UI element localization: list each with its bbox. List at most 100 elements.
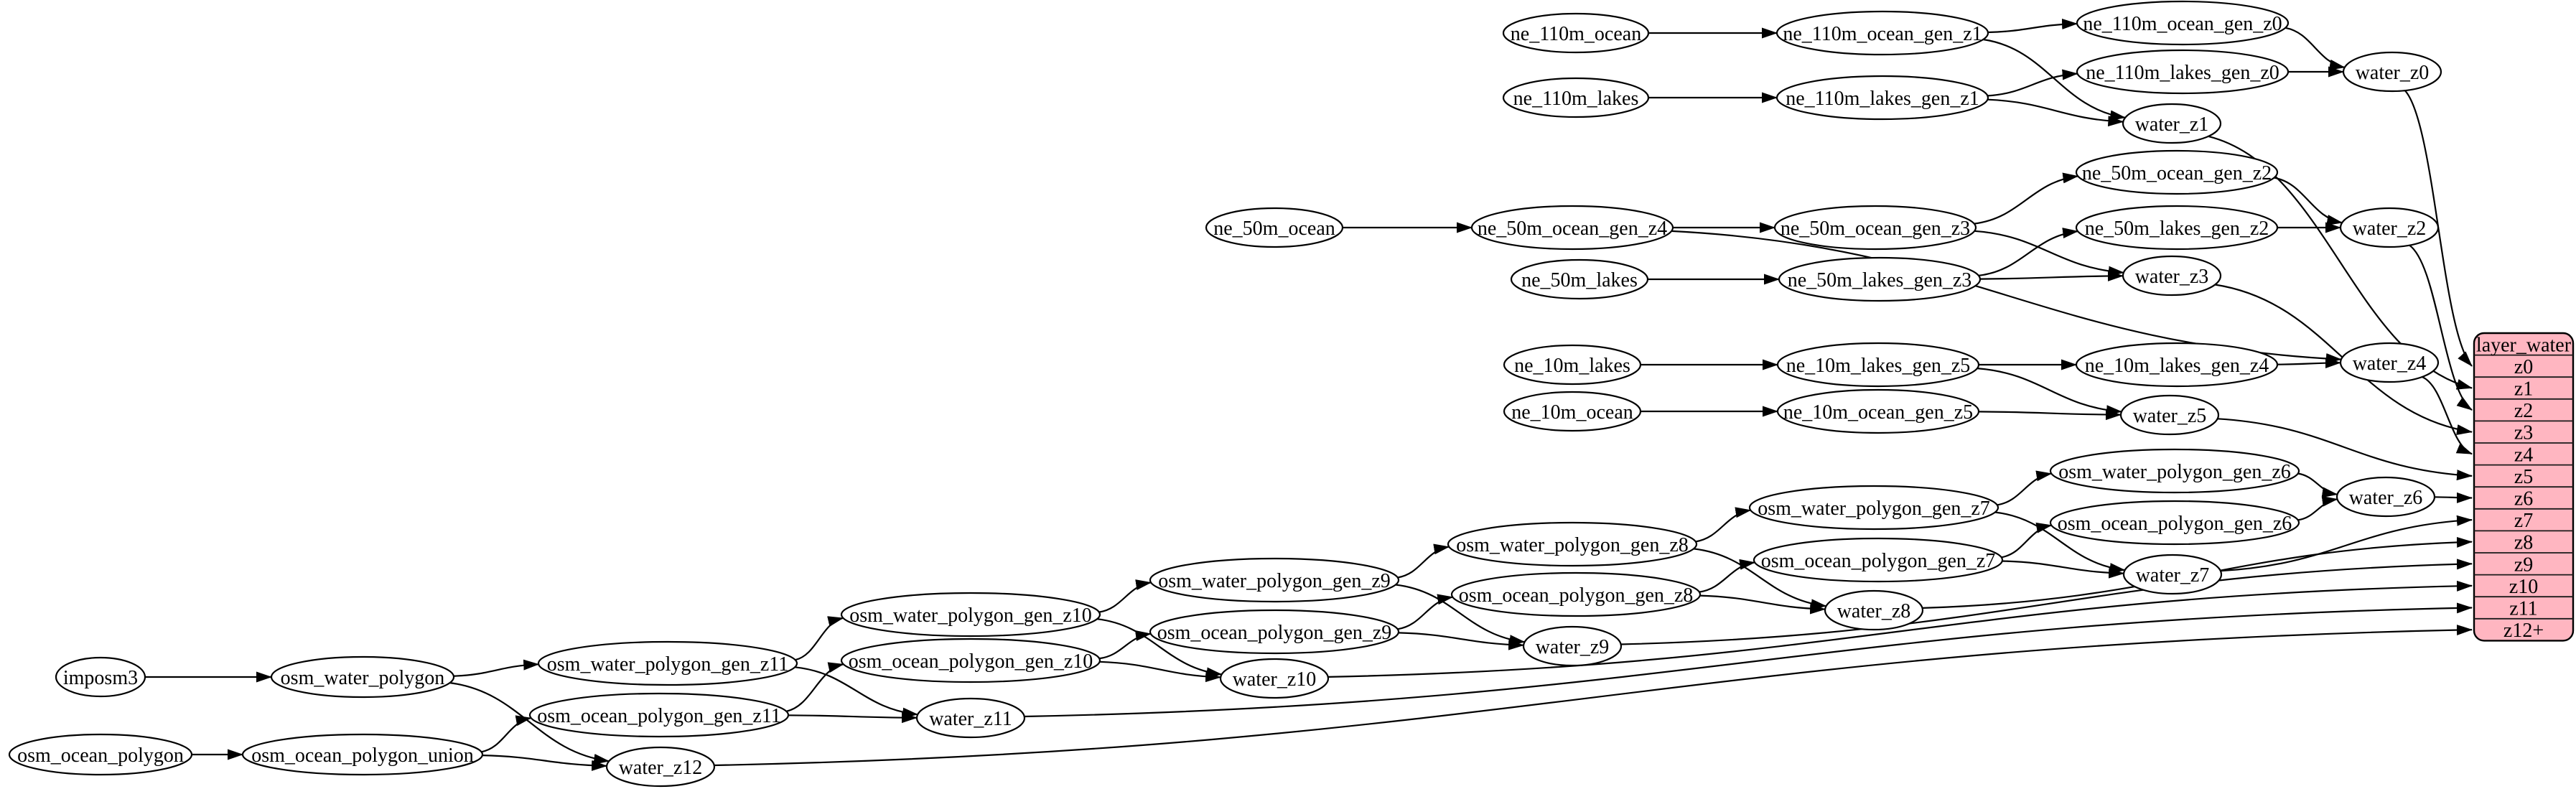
edge-ne_110m_ocean_gen_z1--water_z1 (1983, 38, 2127, 121)
edge-ne_10m_ocean_gen_z5--water_z5 (1978, 409, 2122, 421)
node-label-osm_ocean_polygon_gen_z11: osm_ocean_polygon_gen_z11 (537, 705, 781, 727)
layer-water-table: layer_waterz0z1z2z3z4z5z6z7z8z9z10z11z12… (2473, 332, 2575, 642)
node-shape-water_z8 (1824, 589, 1924, 631)
edge-osm_water_polygon_gen_z7--osm_water_polygon_gen_z6 (1997, 470, 2053, 506)
node-label-water_z10: water_z10 (1233, 668, 1317, 691)
edge-osm_ocean_polygon_union--osm_ocean_polygon_gen_z11 (481, 715, 532, 753)
node-label-ne_110m_lakes_gen_z0: ne_110m_lakes_gen_z0 (2086, 62, 2279, 84)
node-label-ne_110m_ocean_gen_z1: ne_110m_ocean_gen_z1 (1783, 23, 1982, 45)
edge-osm_ocean_polygon_gen_z8--water_z8 (1699, 594, 1826, 615)
edge-water_z2--layer_water-z2 (2409, 244, 2473, 411)
node-osm_water_polygon_gen_z10: osm_water_polygon_gen_z10 (840, 592, 1101, 638)
node-label-osm_water_polygon_gen_z6: osm_water_polygon_gen_z6 (2058, 461, 2291, 483)
node-shape-ne_50m_lakes_gen_z3 (1778, 256, 1982, 302)
edge-osm_water_polygon_gen_z9--osm_water_polygon_gen_z8 (1397, 543, 1450, 579)
node-water_z1: water_z1 (2122, 103, 2222, 144)
layer-water-row-z9: z9 (2514, 554, 2533, 576)
edge-osm_water_polygon_gen_z10--water_z10 (1096, 618, 1223, 678)
node-shape-ne_50m_ocean (1205, 207, 1344, 248)
node-ne_110m_ocean: ne_110m_ocean (1502, 12, 1650, 54)
node-ne_50m_ocean_gen_z3: ne_50m_ocean_gen_z3 (1773, 205, 1977, 251)
nodes-layer: ne_110m_ocean ne_110m_ocean_gen_z1 ne_110m… (8, 0, 2442, 788)
edge-water_z7--layer_water-z7 (2220, 515, 2473, 572)
edge-water_z12--layer_water-z12+ (714, 625, 2473, 767)
node-ne_110m_lakes_gen_z1: ne_110m_lakes_gen_z1 (1775, 75, 1989, 121)
node-shape-ne_110m_ocean_gen_z0 (2076, 0, 2290, 46)
node-label-water_z3: water_z3 (2135, 266, 2209, 288)
node-water_z10: water_z10 (1219, 658, 1330, 699)
layer-water-row-z1: z1 (2514, 378, 2533, 401)
node-shape-water_z6 (2335, 476, 2436, 518)
node-label-water_z8: water_z8 (1837, 600, 1911, 622)
node-label-water_z9: water_z9 (1536, 636, 1610, 658)
node-shape-osm_water_polygon_gen_z9 (1149, 557, 1400, 603)
node-shape-ne_10m_ocean (1503, 391, 1642, 432)
node-label-water_z2: water_z2 (2353, 218, 2427, 240)
node-shape-water_z2 (2339, 207, 2440, 248)
node-shape-osm_ocean_polygon_gen_z6 (2049, 500, 2300, 546)
edge-ne_50m_lakes_gen_z3--water_z3 (1979, 270, 2124, 281)
node-shape-ne_50m_lakes_gen_z2 (2075, 205, 2279, 251)
layer-water-title: layer_water (2476, 334, 2572, 356)
edge-osm_water_polygon_gen_z11--water_z11 (795, 666, 919, 719)
node-label-osm_ocean_polygon_gen_z7: osm_ocean_polygon_gen_z7 (1761, 550, 1996, 572)
edge-osm_ocean_polygon_gen_z9--osm_ocean_polygon_gen_z8 (1397, 594, 1454, 630)
node-shape-osm_water_polygon_gen_z6 (2049, 448, 2300, 494)
node-label-ne_50m_lakes_gen_z2: ne_50m_lakes_gen_z2 (2085, 218, 2269, 240)
node-water_z2: water_z2 (2339, 207, 2440, 248)
edge-osm_water_polygon_gen_z8--water_z8 (1693, 548, 1827, 610)
node-ne_110m_ocean_gen_z1: ne_110m_ocean_gen_z1 (1775, 10, 1989, 56)
node-label-ne_10m_lakes: ne_10m_lakes (1514, 355, 1630, 377)
node-label-ne_110m_ocean: ne_110m_ocean (1511, 23, 1641, 45)
node-shape-ne_50m_ocean_gen_z4 (1470, 205, 1674, 251)
node-shape-ne_10m_ocean_gen_z5 (1776, 388, 1980, 434)
node-shape-osm_ocean_polygon_gen_z11 (528, 692, 790, 738)
edge-osm_water_polygon_gen_z7--water_z7 (1994, 511, 2126, 574)
node-osm_water_polygon_gen_z9: osm_water_polygon_gen_z9 (1149, 557, 1400, 603)
node-label-ne_10m_ocean: ne_10m_ocean (1511, 401, 1633, 424)
node-shape-osm_water_polygon_gen_z11 (537, 640, 798, 686)
node-label-ne_50m_lakes: ne_50m_lakes (1521, 269, 1638, 291)
node-label-water_z0: water_z0 (2356, 62, 2430, 84)
node-water_z4: water_z4 (2339, 342, 2440, 383)
node-label-osm_ocean_polygon_union: osm_ocean_polygon_union (251, 744, 474, 767)
node-shape-ne_110m_lakes_gen_z1 (1775, 75, 1989, 121)
node-label-water_z12: water_z12 (619, 757, 703, 779)
edge-water_z9--layer_water-z9 (1620, 559, 2473, 645)
node-shape-ne_110m_ocean_gen_z1 (1775, 10, 1989, 56)
node-osm_ocean_polygon_gen_z6: osm_ocean_polygon_gen_z6 (2049, 500, 2300, 546)
node-osm_ocean_polygon_union: osm_ocean_polygon_union (241, 733, 484, 776)
edge-osm_ocean_polygon_gen_z10--osm_ocean_polygon_gen_z9 (1099, 630, 1152, 660)
layer-water-row-z4: z4 (2514, 444, 2533, 466)
layer-water-row-z11: z11 (2509, 598, 2537, 620)
layer-water-row-z3: z3 (2514, 422, 2533, 444)
node-ne_10m_lakes_gen_z4: ne_10m_lakes_gen_z4 (2075, 342, 2279, 388)
node-shape-water_z3 (2122, 255, 2222, 297)
edge-osm_water_polygon_gen_z8--osm_water_polygon_gen_z7 (1695, 507, 1752, 543)
node-shape-water_z0 (2342, 51, 2442, 93)
node-label-ne_50m_ocean: ne_50m_ocean (1213, 218, 1335, 240)
edge-ne_110m_lakes_gen_z1--ne_110m_lakes_gen_z0 (1987, 69, 2078, 97)
edge-ne_110m_ocean_gen_z1--ne_110m_ocean_gen_z0 (1987, 19, 2078, 34)
node-shape-ne_110m_ocean (1502, 12, 1650, 54)
node-shape-osm_ocean_polygon_gen_z8 (1450, 571, 1702, 617)
edge-osm_water_polygon_gen_z6--water_z6 (2297, 472, 2338, 498)
node-shape-osm_water_polygon (270, 655, 455, 699)
node-shape-ne_110m_lakes_gen_z0 (2076, 49, 2290, 95)
node-osm_water_polygon_gen_z6: osm_water_polygon_gen_z6 (2049, 448, 2300, 494)
node-label-water_z11: water_z11 (929, 708, 1012, 730)
edge-ne_10m_lakes_gen_z4--water_z4 (2277, 357, 2341, 368)
edge-osm_ocean_polygon_gen_z8--osm_ocean_polygon_gen_z7 (1699, 559, 1756, 593)
node-ne_50m_lakes: ne_50m_lakes (1510, 258, 1649, 300)
node-shape-water_z1 (2122, 103, 2222, 144)
node-shape-ne_50m_ocean_gen_z2 (2075, 149, 2279, 195)
node-ne_50m_ocean_gen_z4: ne_50m_ocean_gen_z4 (1470, 205, 1674, 251)
node-shape-ne_10m_lakes_gen_z5 (1776, 342, 1980, 388)
node-osm_water_polygon_gen_z11: osm_water_polygon_gen_z11 (537, 640, 798, 686)
node-water_z5: water_z5 (2119, 394, 2220, 436)
node-label-osm_ocean_polygon: osm_ocean_polygon (17, 744, 184, 767)
edge-ne_50m_ocean_gen_z3--water_z3 (1974, 230, 2124, 277)
node-shape-ne_50m_lakes (1510, 258, 1649, 300)
edge-osm_ocean_polygon_gen_z6--water_z6 (2297, 495, 2338, 521)
node-label-ne_50m_ocean_gen_z3: ne_50m_ocean_gen_z3 (1781, 218, 1970, 240)
